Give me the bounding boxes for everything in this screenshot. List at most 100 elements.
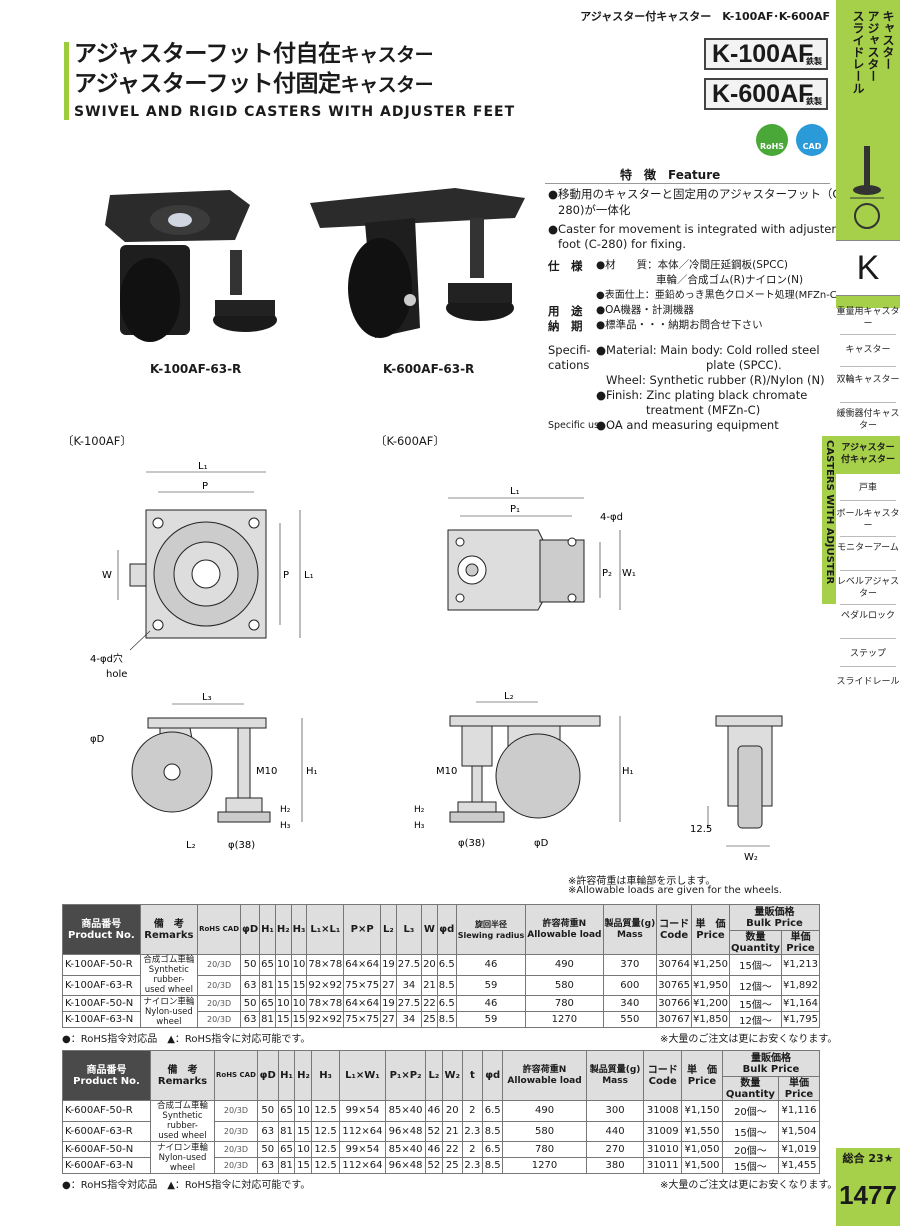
side-nav-item[interactable]: レベルアジャスター: [836, 577, 900, 599]
table-cell: 2.3: [461, 1120, 484, 1142]
th-W2: W₂: [441, 1050, 463, 1101]
side-divider: [840, 366, 896, 367]
photo-caption-k100af: K-100AF-63-R: [150, 362, 242, 376]
remark-line: ナイロン車輪: [143, 996, 195, 1007]
table2-note-left: ●：RoHS指令対応品 ▲：RoHS指令に対応可能です。: [62, 1180, 311, 1191]
feature-text: Caster for movement is integrated with a…: [558, 222, 837, 236]
remark-line: used wheel: [158, 1131, 207, 1141]
th-D: φD: [240, 904, 261, 955]
table-cell: 10: [290, 954, 308, 976]
spec-use-text: OA機器・計測機器: [605, 304, 694, 316]
th-text: 単 価: [686, 1064, 717, 1076]
th-text: Code: [660, 929, 689, 941]
table-cell: 22: [441, 1141, 463, 1158]
table-cell: 21: [421, 974, 438, 996]
table-cell: 99×54: [338, 1141, 387, 1158]
side-divider: [840, 536, 896, 537]
spec-use: ●OA機器・計測機器: [596, 304, 694, 316]
side-nav-item[interactable]: ペダルロック: [840, 611, 895, 621]
side-nav-item[interactable]: スライドレール: [836, 677, 900, 687]
table-cell: 15: [290, 1011, 308, 1028]
dim-label: P₁: [510, 504, 520, 515]
dim-label: H₁: [306, 766, 318, 777]
spec-material: ●材 質：本体／冷間圧延鋼板(SPCC): [596, 259, 789, 271]
side-divider: [840, 638, 896, 639]
table-cell: 63: [256, 1157, 279, 1174]
dim-label: 12.5: [690, 824, 712, 835]
drawing-label-k100af: 〔K-100AF〕: [62, 434, 132, 448]
table-cell: 12.5: [311, 1120, 340, 1142]
th-text: RoHS: [199, 925, 221, 933]
drawing-k100af-side: L₃ φD M10 H₁ H₂ H₃ L₂ φ(38): [90, 692, 318, 851]
table-cell: 46: [455, 954, 527, 976]
th-text: 旋回半径: [474, 919, 507, 929]
remark-line: rubber-: [167, 1121, 198, 1131]
side-nav-item[interactable]: ステップ: [849, 649, 886, 659]
table-cell: 81: [259, 974, 276, 996]
side-divider: [840, 666, 896, 667]
th-rohs-cad: RoHS CAD: [197, 904, 242, 955]
table-cell: 20: [441, 1100, 463, 1122]
table-cell: 99×54: [338, 1100, 387, 1122]
side-nav-item[interactable]: 重量用キャスター: [836, 307, 900, 329]
side-nav-item[interactable]: 双輪キャスター: [836, 375, 900, 385]
side-nav-item[interactable]: 戸車: [858, 483, 877, 493]
title-accent-bar: [64, 42, 69, 120]
th-text: 数量: [745, 931, 766, 943]
table-cell: 27.5: [395, 995, 423, 1012]
table-cell: 8.5: [436, 974, 457, 996]
feature-heading: 特 徴 Feature: [620, 168, 721, 182]
side-nav-item[interactable]: 緩衝器付キャスター: [836, 409, 900, 431]
th-text: Price: [687, 1075, 717, 1087]
spec-en-finish-cont: treatment (MFZn-C): [646, 403, 761, 417]
dim-label: H₃: [414, 821, 425, 831]
dim-label: H₂: [280, 805, 291, 815]
table-cell: K-600AF-50-R: [62, 1100, 151, 1122]
table-cell: 20/3D: [214, 1141, 258, 1158]
table-cell: 2.3: [461, 1157, 484, 1174]
th-text: Product No.: [73, 1075, 140, 1087]
spec-en-use-label: Specific use: [548, 420, 605, 431]
th-H1: H₁: [259, 904, 276, 955]
drawing-k600af-front: 12.5 W₂: [690, 715, 783, 860]
table-cell: 10: [290, 995, 308, 1012]
table-cell: ¥1,455: [777, 1157, 821, 1174]
table-cell: 112×64: [338, 1157, 387, 1174]
side-nav-item[interactable]: ボールキャスター: [836, 509, 900, 531]
model-code: K-100AF: [712, 40, 814, 68]
feature-item-cont: foot (C-280) for fixing.: [558, 237, 686, 251]
table-cell: 8.5: [482, 1157, 504, 1174]
th-H3: H₃: [290, 904, 308, 955]
table-cell: 20個～: [721, 1100, 779, 1122]
side-nav-item[interactable]: キャスター: [845, 345, 891, 355]
side-tab-line: スライドレール: [851, 10, 865, 94]
remark-line: 合成ゴム車輪: [156, 1101, 208, 1111]
table-cell: ¥1,550: [680, 1120, 723, 1142]
table-cell: 27: [380, 974, 397, 996]
drawing-k100af-top: L₁ P L₁ P W 4-φd穴 hole: [90, 461, 314, 680]
th-L2: L₂: [424, 1050, 443, 1101]
table-cell: 20/3D: [197, 1011, 242, 1028]
side-nav-item-active[interactable]: アジャスター付キャスター: [836, 436, 900, 474]
th-rohs-cad: RoHS CAD: [214, 1050, 258, 1101]
dim-label: φ(38): [228, 840, 255, 851]
table-cell: 59: [455, 974, 527, 996]
th-text: 単価: [790, 931, 811, 943]
spec-label-shiyo: 仕 様: [548, 259, 583, 273]
table-cell: ¥1,950: [691, 974, 730, 996]
th-H2: H₂: [274, 904, 292, 955]
table-cell: 490: [525, 954, 604, 976]
dim-label: H₁: [622, 766, 634, 777]
side-nav-item[interactable]: モニターアーム: [837, 543, 899, 553]
remark-line: used wheel: [144, 985, 194, 995]
th-text: 備 考: [153, 918, 184, 930]
th-H2: H₂: [294, 1050, 313, 1101]
th-text: Mass: [602, 1075, 628, 1086]
dim-label: φD: [534, 838, 549, 849]
